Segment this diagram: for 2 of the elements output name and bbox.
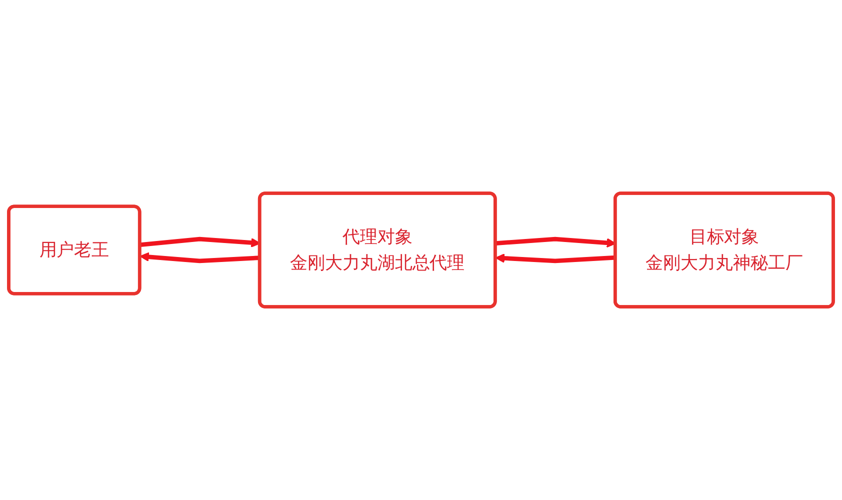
arrow	[495, 253, 616, 264]
arrow	[140, 252, 260, 264]
